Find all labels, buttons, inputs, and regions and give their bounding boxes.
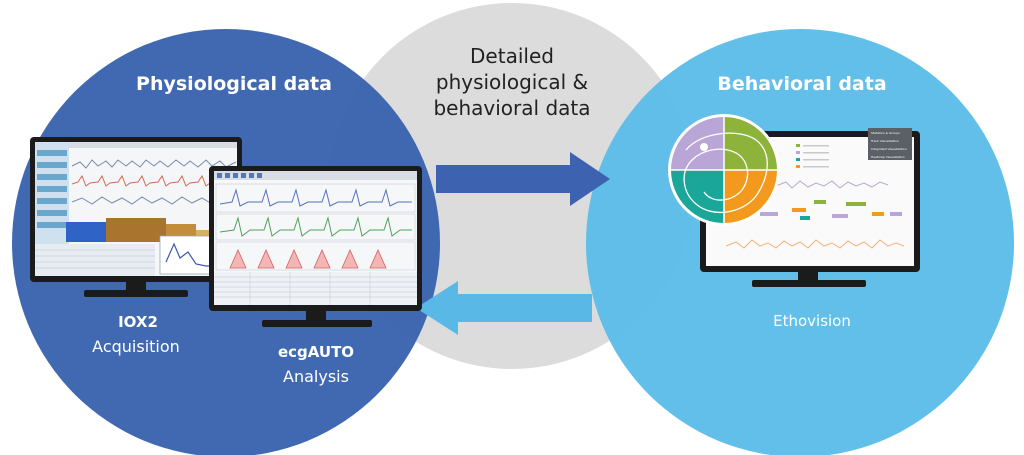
arrow-to-behavioral <box>436 152 610 206</box>
center-line-3: behavioral data <box>433 96 590 120</box>
arrow-to-physiological <box>416 281 592 335</box>
iox2-role: Acquisition <box>92 337 180 356</box>
right-title: Behavioral data <box>717 73 886 95</box>
center-line-2: physiological & <box>436 70 588 94</box>
ecgauto-name: ecgAUTO <box>278 343 354 361</box>
iox2-name: IOX2 <box>118 313 158 331</box>
menu-item-1: Statistics & Groups <box>871 131 900 135</box>
ecgauto-role: Analysis <box>283 367 349 386</box>
ethovision-name: Ethovision <box>773 312 851 330</box>
monitor-iox2 <box>30 137 242 297</box>
monitor-ecgauto <box>209 166 422 327</box>
left-title: Physiological data <box>136 73 332 95</box>
arena-pie-icon <box>668 114 780 226</box>
menu-item-3: Integrated Visualization <box>871 147 907 151</box>
menu-item-2: Track Visualization <box>870 139 899 143</box>
center-line-1: Detailed <box>470 44 554 68</box>
menu-item-4: Heatmap Visualization <box>871 155 905 159</box>
